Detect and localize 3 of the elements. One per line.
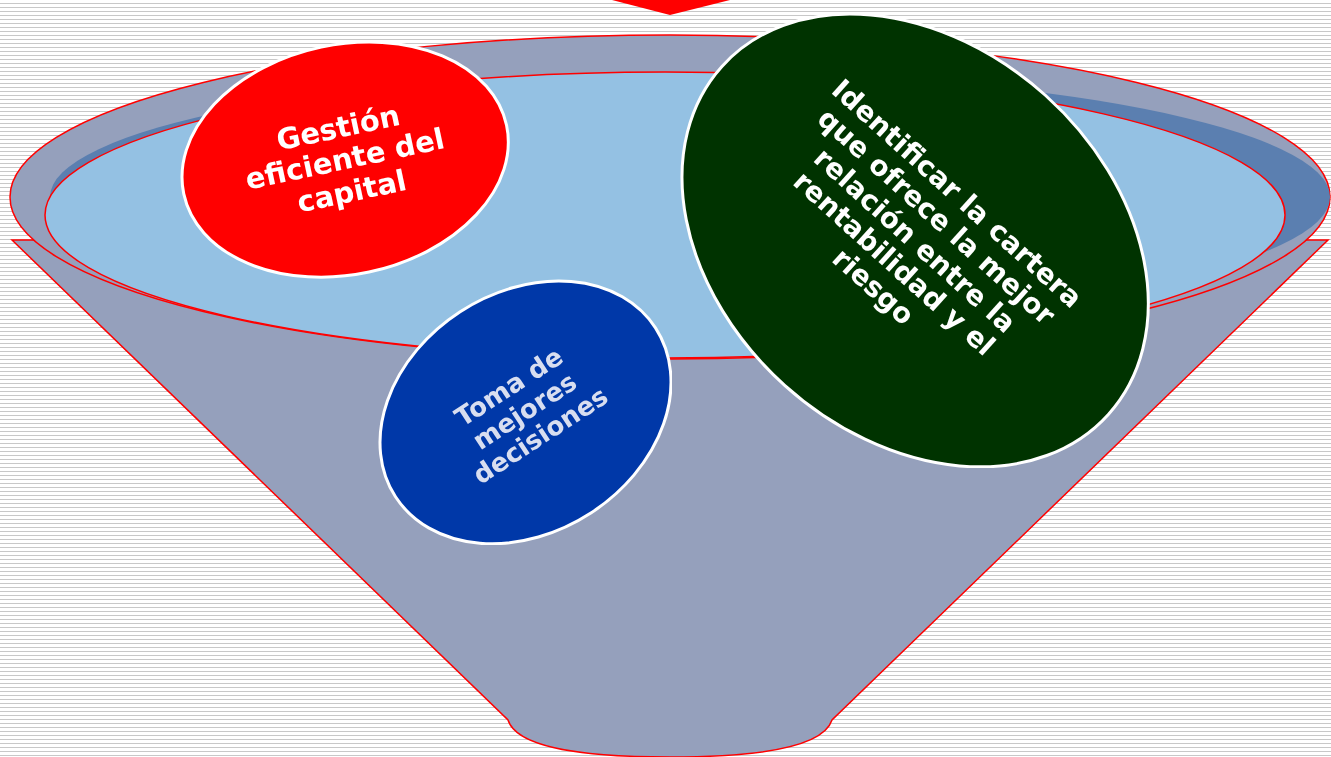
ellipse-shape xyxy=(179,40,511,280)
node-label: Gestión eficiente del capital xyxy=(241,97,449,222)
ellipse-shape xyxy=(377,278,673,546)
